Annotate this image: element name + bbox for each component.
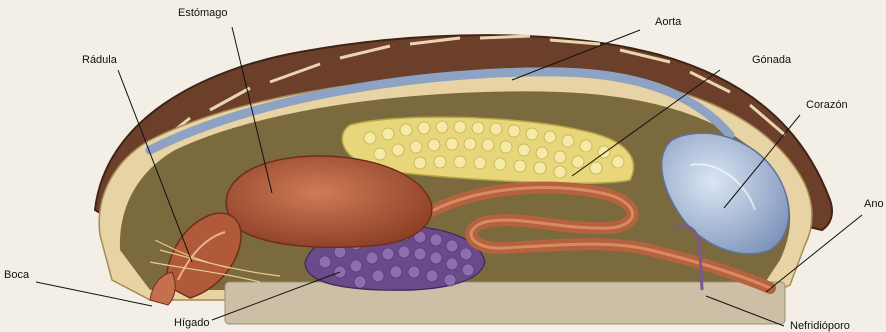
label-boca: Boca: [4, 270, 29, 281]
label-estomago: Estómago: [178, 8, 228, 19]
label-ano: Ano: [864, 199, 884, 210]
label-higado: Hígado: [174, 318, 209, 329]
label-gonada: Gónada: [752, 55, 791, 66]
label-nefridioporo: Nefridióporo: [790, 321, 850, 332]
label-radula: Rádula: [82, 55, 117, 66]
label-corazon: Corazón: [806, 100, 848, 111]
label-aorta: Aorta: [655, 17, 681, 28]
